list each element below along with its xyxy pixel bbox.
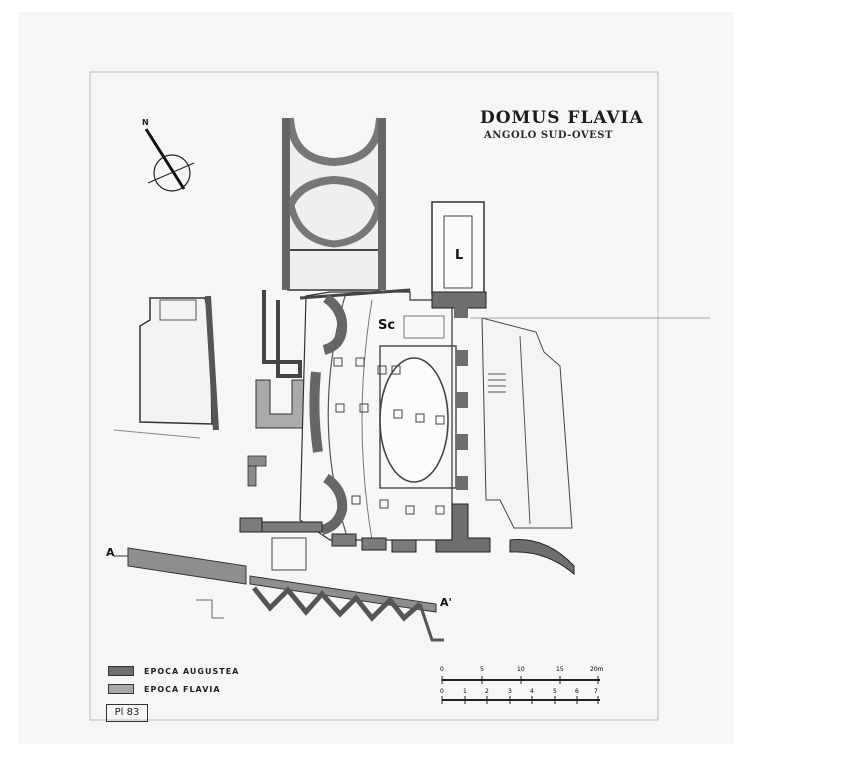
- scale-tick-label: 0: [440, 688, 444, 695]
- legend-item-augustan: EPOCA AUGUSTEA: [108, 664, 239, 678]
- east-ruins: [470, 317, 710, 576]
- scale-tick-label: 0: [440, 666, 444, 673]
- section-line-a: [114, 547, 444, 642]
- scale-tick-label: 5: [553, 688, 557, 695]
- south-walls: [239, 517, 417, 571]
- plan-title: DOMUS FLAVIA: [480, 108, 644, 128]
- scale-tick-label: 15: [556, 666, 564, 673]
- section-label-a-prime: A': [440, 596, 452, 609]
- frame-border: [89, 71, 659, 721]
- scale-tick-label: 2: [485, 688, 489, 695]
- legend-label-augustan: EPOCA AUGUSTEA: [144, 666, 240, 676]
- room-label-l: L: [455, 248, 464, 263]
- legend-swatch-augustan: [108, 666, 134, 676]
- north-label: N: [142, 118, 149, 127]
- scale-tick-label: 6: [575, 688, 579, 695]
- east-wall: [431, 291, 491, 553]
- scale-tick-label: 1: [463, 688, 467, 695]
- west-small-structures: [247, 290, 307, 487]
- scale-bar: [441, 676, 600, 704]
- scale-tick-label: 4: [530, 688, 534, 695]
- scale-tick-label: 5: [480, 666, 484, 673]
- section-label-a: A: [106, 546, 115, 559]
- sheet-reference: Pl 83: [106, 704, 148, 722]
- north-arrow-icon: [144, 128, 195, 192]
- legend-item-flavian: EPOCA FLAVIA: [108, 682, 221, 696]
- north-vaulted-rooms: [282, 117, 386, 291]
- scale-tick-label: 20m: [590, 666, 604, 673]
- plan-subtitle: ANGOLO SUD-OVEST: [484, 130, 613, 141]
- legend-label-flavian: EPOCA FLAVIA: [144, 684, 221, 694]
- room-label-sc: Sc: [378, 318, 396, 333]
- main-hall: [299, 288, 457, 541]
- scale-tick-label: 7: [594, 688, 598, 695]
- west-building: [113, 295, 219, 439]
- scale-tick-label: 10: [517, 666, 525, 673]
- scale-tick-label: 3: [508, 688, 512, 695]
- legend-swatch-flavian: [108, 684, 134, 694]
